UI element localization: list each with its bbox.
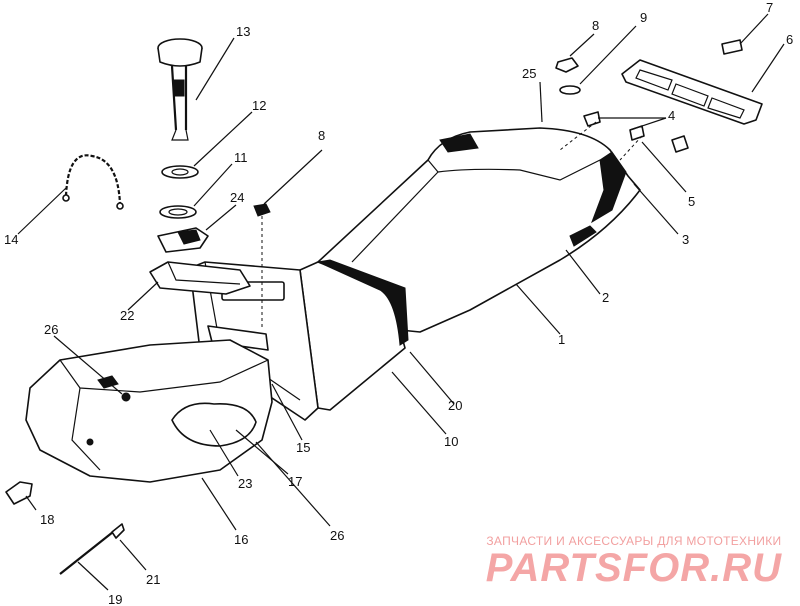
callout-9: 9 bbox=[640, 10, 647, 25]
callout-22: 22 bbox=[120, 308, 134, 323]
ring-nut bbox=[159, 205, 197, 219]
callout-15: 15 bbox=[296, 440, 310, 455]
handle bbox=[207, 325, 269, 351]
leader-lines bbox=[17, 13, 785, 591]
callout-2: 2 bbox=[602, 290, 609, 305]
callout-12: 12 bbox=[252, 98, 266, 113]
washer bbox=[559, 85, 581, 95]
fuel-tank bbox=[25, 339, 273, 483]
callout-8-middle: 8 bbox=[318, 128, 325, 143]
callout-13: 13 bbox=[236, 24, 250, 39]
callout-18: 18 bbox=[40, 512, 54, 527]
callout-21: 20 bbox=[448, 398, 462, 413]
bolt bbox=[721, 39, 743, 55]
callout-25: 25 bbox=[522, 66, 536, 81]
rod bbox=[59, 527, 119, 575]
callout-4: 4 bbox=[668, 108, 675, 123]
nut bbox=[555, 57, 579, 73]
callout-26-lower: 26 bbox=[330, 528, 344, 543]
callout-17: 17 bbox=[288, 474, 302, 489]
seat bbox=[299, 127, 641, 411]
tray bbox=[149, 261, 251, 295]
watermark-logo: PARTSFOR.RU bbox=[485, 546, 782, 590]
callout-20: 21 bbox=[146, 572, 160, 587]
watermark-tagline: ЗАПЧАСТИ И АКСЕССУАРЫ ДЛЯ МОТОТЕХНИКИ bbox=[486, 534, 782, 548]
callout-11: 11 bbox=[234, 150, 248, 165]
callout-26-upper: 26 bbox=[44, 322, 58, 337]
callout-1: 1 bbox=[558, 332, 565, 347]
callout-16: 16 bbox=[234, 532, 248, 547]
callout-24: 24 bbox=[230, 190, 244, 205]
fitting bbox=[5, 481, 33, 505]
screw bbox=[583, 111, 601, 127]
callout-10: 10 bbox=[444, 434, 458, 449]
watermark: ЗАПЧАСТИ И АКСЕССУАРЫ ДЛЯ МОТОТЕХНИКИ PA… bbox=[486, 534, 782, 588]
gasket bbox=[161, 165, 199, 179]
screw bbox=[671, 135, 689, 153]
callout-5: 5 bbox=[688, 194, 695, 209]
callout-labels: 13 12 11 24 14 8 8 9 7 6 25 4 5 3 2 1 20… bbox=[4, 0, 793, 606]
hose bbox=[64, 154, 122, 205]
callout-8-top: 8 bbox=[592, 18, 599, 33]
callout-7: 7 bbox=[766, 0, 773, 15]
cover bbox=[621, 59, 763, 125]
callout-6: 6 bbox=[786, 32, 793, 47]
callout-23: 23 bbox=[238, 476, 252, 491]
callout-3: 3 bbox=[682, 232, 689, 247]
fuel-sender bbox=[157, 38, 203, 141]
callout-19: 19 bbox=[108, 592, 122, 606]
callout-14: 14 bbox=[4, 232, 18, 247]
nut bbox=[253, 203, 271, 217]
